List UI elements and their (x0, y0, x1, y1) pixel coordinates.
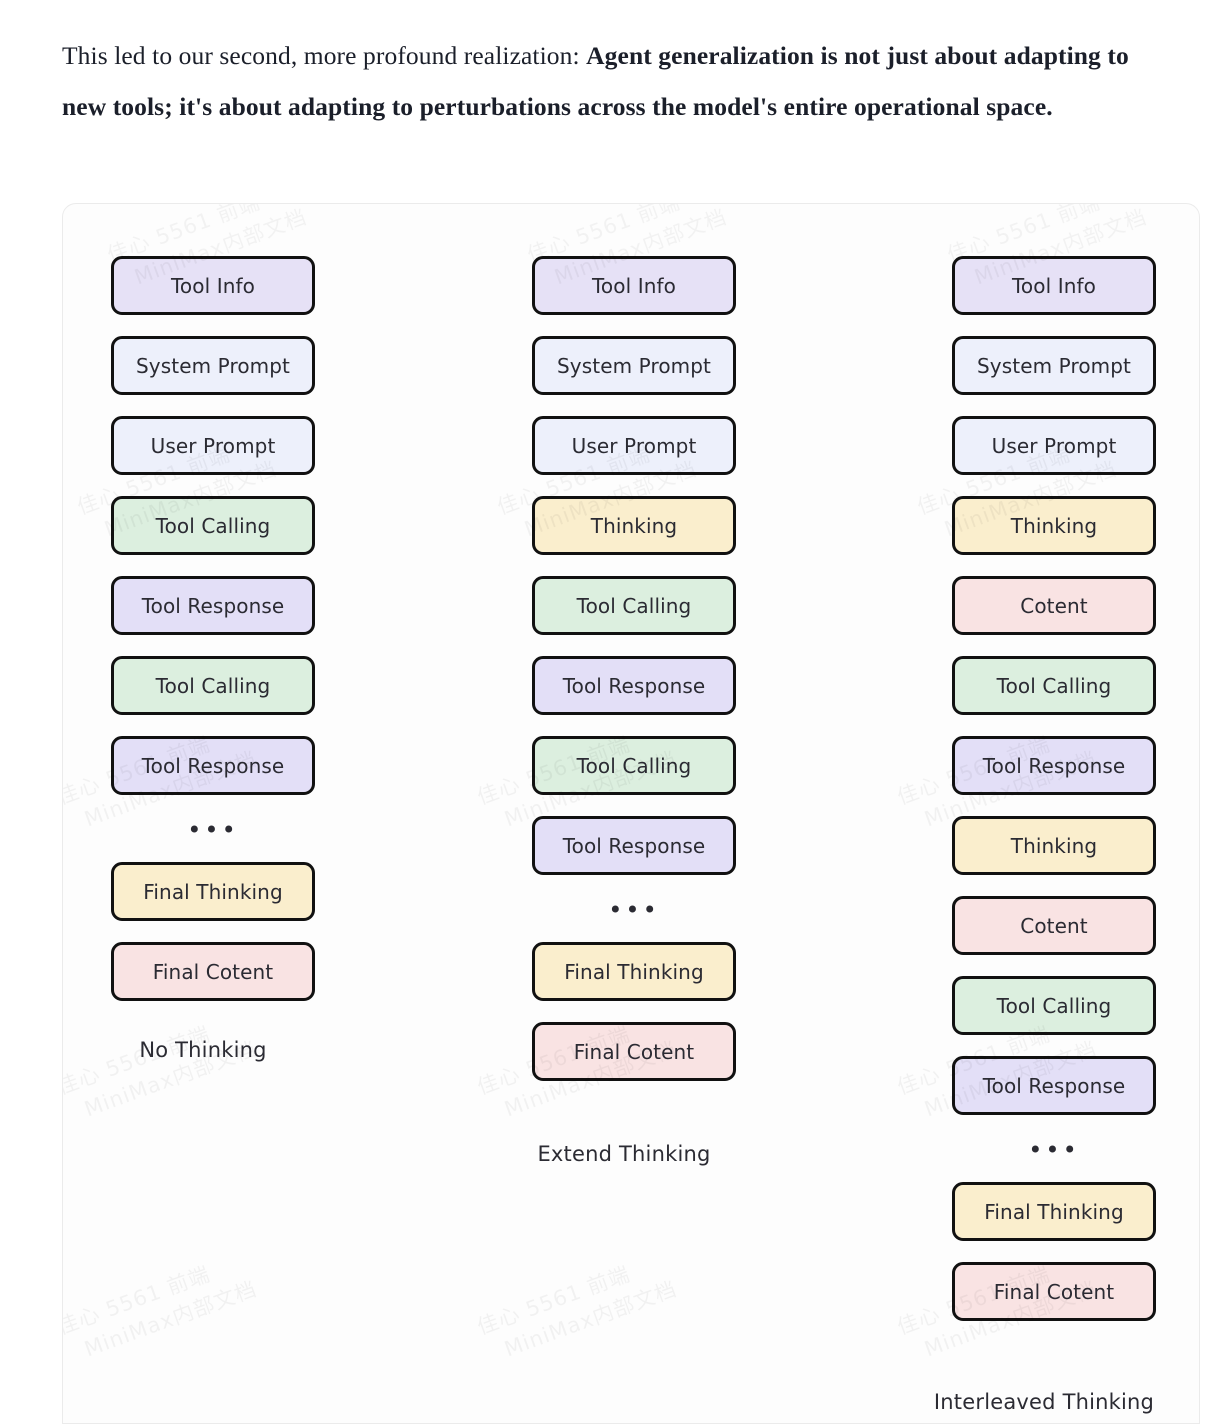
watermark-line-1: 佳心 5561 前端 (474, 1262, 633, 1340)
pipeline-node-tool-response: Tool Response (111, 576, 315, 635)
pipeline-node-tool-info: Tool Info (532, 256, 736, 315)
column-label: No Thinking (139, 1038, 267, 1062)
pipeline-node-content: Final Cotent (952, 1262, 1156, 1321)
pipeline-node-user-prompt: User Prompt (952, 416, 1156, 475)
pipeline-node-tool-response: Tool Response (532, 816, 736, 875)
ellipsis-indicator: ••• (1028, 1136, 1080, 1165)
pipeline-node-content: Cotent (952, 896, 1156, 955)
pipeline-node-content: Final Cotent (111, 942, 315, 1001)
pipeline-node-tool-info: Tool Info (952, 256, 1156, 315)
pipeline-node-content: Final Cotent (532, 1022, 736, 1081)
pipeline-node-tool-calling: Tool Calling (111, 496, 315, 555)
intro-bold-text: Agent generalization is not just about a… (62, 40, 1129, 121)
pipeline-node-tool-info: Tool Info (111, 256, 315, 315)
pipeline-node-thinking: Final Thinking (111, 862, 315, 921)
pipeline-node-system-prompt: System Prompt (952, 336, 1156, 395)
pipeline-node-content: Cotent (952, 576, 1156, 635)
pipeline-node-tool-calling: Tool Calling (532, 576, 736, 635)
intro-paragraph: This led to our second, more profound re… (62, 30, 1152, 132)
figure-card: 佳心 5561 前端MiniMax内部文档 佳心 5561 前端MiniMax内… (62, 203, 1200, 1424)
pipeline-node-system-prompt: System Prompt (532, 336, 736, 395)
pipeline-node-tool-calling: Tool Calling (952, 976, 1156, 1035)
pipeline-node-system-prompt: System Prompt (111, 336, 315, 395)
pipeline-node-user-prompt: User Prompt (532, 416, 736, 475)
pipeline-node-tool-response: Tool Response (952, 1056, 1156, 1115)
pipeline-node-tool-calling: Tool Calling (952, 656, 1156, 715)
pipeline-node-tool-response: Tool Response (111, 736, 315, 795)
watermark: 佳心 5561 前端MiniMax内部文档 (473, 1246, 681, 1371)
watermark-line-2: MiniMax内部文档 (63, 1274, 261, 1371)
pipeline-node-thinking: Thinking (952, 816, 1156, 875)
pipeline-node-thinking: Final Thinking (952, 1182, 1156, 1241)
pipeline-node-tool-calling: Tool Calling (532, 736, 736, 795)
pipeline-node-user-prompt: User Prompt (111, 416, 315, 475)
intro-normal-text: This led to our second, more profound re… (62, 40, 587, 70)
ellipsis-indicator: ••• (608, 896, 660, 925)
pipeline-node-thinking: Thinking (952, 496, 1156, 555)
watermark-line-1: 佳心 5561 前端 (63, 1262, 213, 1340)
pipeline-node-tool-response: Tool Response (952, 736, 1156, 795)
watermark-line-2: MiniMax内部文档 (483, 1274, 681, 1371)
pipeline-node-tool-calling: Tool Calling (111, 656, 315, 715)
column-label: Extend Thinking (537, 1142, 711, 1166)
watermark: 佳心 5561 前端MiniMax内部文档 (63, 1246, 261, 1371)
ellipsis-indicator: ••• (187, 816, 239, 845)
pipeline-node-thinking: Final Thinking (532, 942, 736, 1001)
column-label: Interleaved Thinking (933, 1390, 1155, 1414)
pipeline-node-tool-response: Tool Response (532, 656, 736, 715)
pipeline-node-thinking: Thinking (532, 496, 736, 555)
